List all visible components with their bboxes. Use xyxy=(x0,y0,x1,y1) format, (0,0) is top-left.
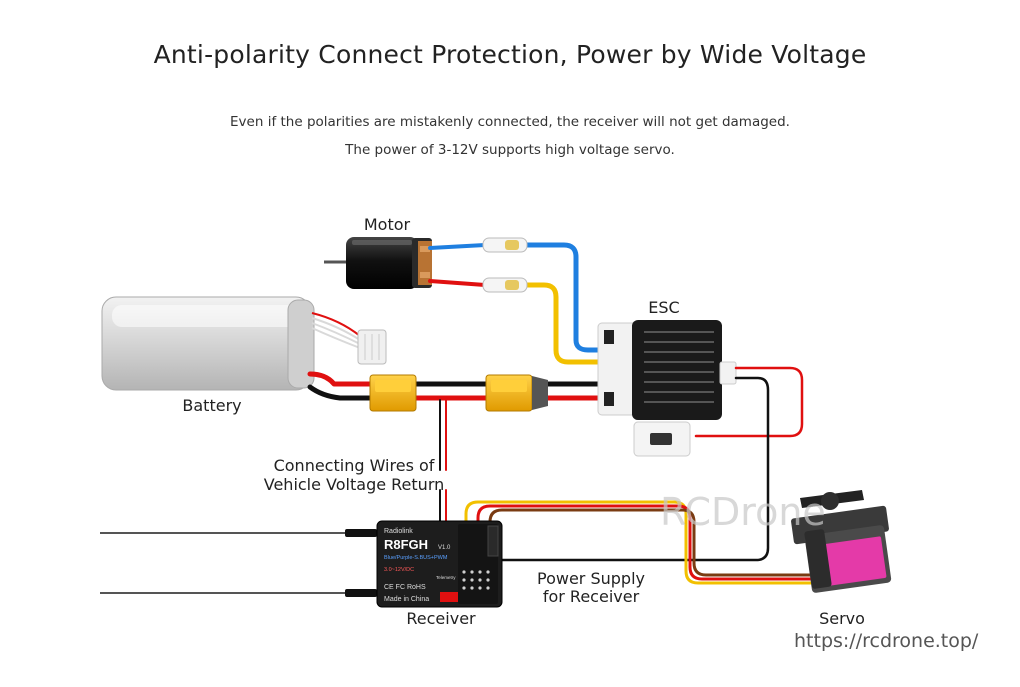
receiver-made-in: Made in China xyxy=(384,596,429,603)
receiver-telemetry: Telemetry xyxy=(436,575,456,580)
xt60-connector-esc xyxy=(485,374,548,412)
label-power-supply-2: for Receiver xyxy=(543,587,640,606)
label-motor: Motor xyxy=(364,215,411,234)
label-esc: ESC xyxy=(648,298,679,317)
label-servo: Servo xyxy=(819,609,865,628)
receiver-voltage: 3.0~12V/DC xyxy=(384,567,414,573)
receiver-model: R8FGH xyxy=(384,537,428,552)
subtitle-line-2: The power of 3-12V supports high voltage… xyxy=(345,142,675,158)
label-receiver: Receiver xyxy=(406,609,476,628)
motor-bullet-connectors xyxy=(482,237,528,293)
label-connecting-wires-2: Vehicle Voltage Return xyxy=(264,475,445,494)
receiver-brand: Radiolink xyxy=(384,528,413,535)
battery-power-wires xyxy=(307,371,643,561)
source-url: https://rcdrone.top/ xyxy=(794,630,979,652)
xt60-connector-battery xyxy=(369,374,417,412)
receiver-wiring xyxy=(464,366,816,585)
receiver-antennas xyxy=(100,529,377,597)
page-title: Anti-polarity Connect Protection, Power … xyxy=(153,40,867,69)
motor-wires xyxy=(428,242,643,365)
receiver-protocol: Blue/Purple-S.BUS+PWM xyxy=(384,555,448,561)
servo xyxy=(791,490,892,593)
label-battery: Battery xyxy=(182,396,241,415)
battery xyxy=(101,296,387,391)
receiver-certs: CE FC RoHS xyxy=(384,584,426,591)
label-connecting-wires-1: Connecting Wires of xyxy=(274,456,435,475)
receiver-version: V1.0 xyxy=(438,545,451,551)
watermark: RCDrone xyxy=(660,490,826,534)
motor xyxy=(324,237,432,289)
receiver: Radiolink R8FGH V1.0 Blue/Purple-S.BUS+P… xyxy=(376,520,503,608)
subtitle-line-1: Even if the polarities are mistakenly co… xyxy=(230,114,790,130)
esc xyxy=(597,320,737,457)
label-power-supply-1: Power Supply xyxy=(537,569,645,588)
